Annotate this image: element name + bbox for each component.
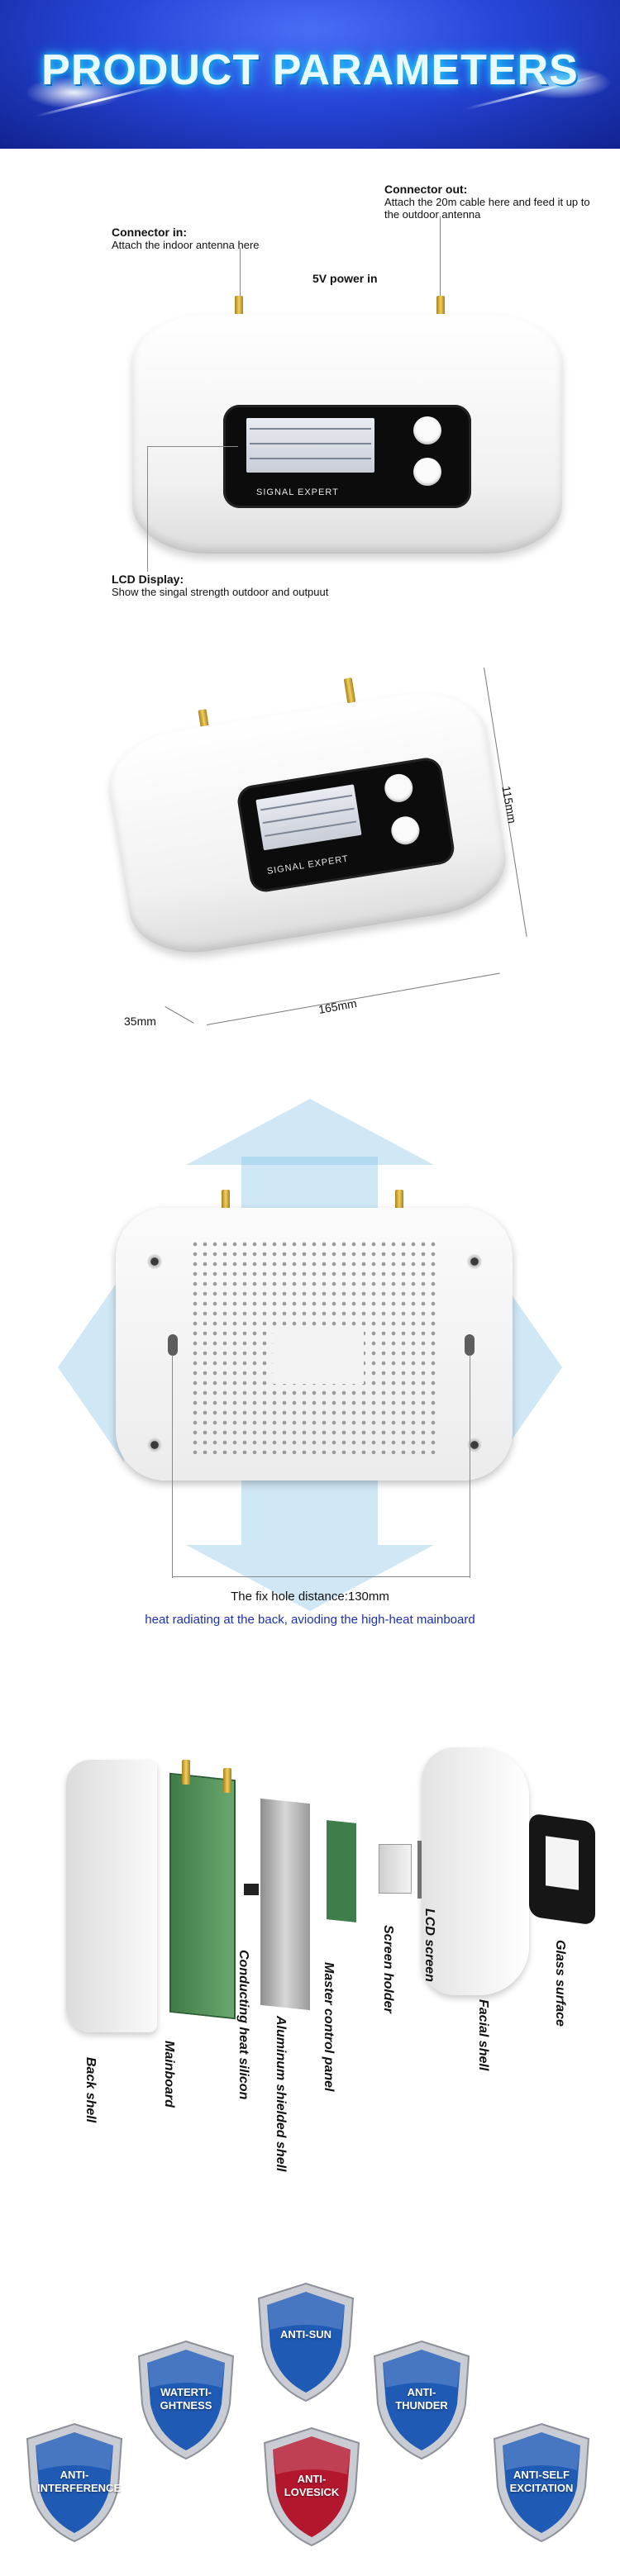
antenna-left	[222, 1190, 230, 1213]
mount-keyhole-icon	[465, 1334, 475, 1356]
mainboard-part	[169, 1772, 236, 2020]
screw-icon	[467, 1254, 482, 1269]
feature-label: ANTI-SELF EXCITATION	[509, 2469, 574, 2494]
leader-line	[240, 248, 241, 297]
back-shell-part	[66, 1760, 157, 2032]
screw-icon	[147, 1438, 162, 1452]
heat-note-caption: heat radiating at the back, avioding the…	[145, 1613, 475, 1627]
mainboard-connector	[223, 1768, 231, 1793]
page-up-button[interactable]	[413, 416, 441, 444]
antenna-connector-out	[436, 296, 445, 317]
lcd-display-label: LCD Display: Show the singal strength ou…	[112, 573, 393, 599]
hole-distance-caption: The fix hole distance:130mm	[231, 1590, 389, 1604]
power-in-label: 5V power in	[312, 273, 378, 285]
light-glow	[25, 76, 124, 109]
depth-dimension-label: 35mm	[124, 1015, 156, 1028]
screw-icon	[467, 1438, 482, 1452]
feature-shield-icon: WATERTI-GHTNESS	[132, 2338, 240, 2462]
brand-label: SIGNAL EXPERT	[266, 853, 350, 877]
connector-in-label: Connector in: Attach the indoor antenna …	[112, 226, 293, 252]
page-down-button[interactable]	[389, 814, 422, 847]
header-banner: PRODUCT PARAMETERS	[0, 0, 620, 149]
screen-holder-part	[379, 1844, 412, 1894]
device-angled-view: SIGNAL EXPERT	[98, 649, 522, 971]
lcd-screen	[246, 418, 374, 473]
leader-line	[440, 216, 441, 297]
part-label: Back shell	[83, 2057, 98, 2123]
part-label: Aluminum shielded shell	[274, 2016, 288, 2172]
hole-distance-line	[172, 1355, 173, 1578]
heat-arrow-up-icon	[186, 1099, 434, 1165]
device-front-view: SIGNAL EXPERT	[132, 289, 562, 554]
feature-label: ANTI-THUNDER	[395, 2386, 448, 2412]
part-label: LCD screen	[422, 1908, 436, 1982]
facial-shell-part	[422, 1747, 529, 1995]
connector-out-desc: Attach the 20m cable here and feed it up…	[384, 196, 590, 221]
part-label: Conducting heat silicon	[236, 1950, 250, 2100]
part-label: Master control panel	[322, 1962, 336, 2092]
width-dimension-label: 165mm	[317, 996, 358, 1016]
brand-label: SIGNAL EXPERT	[256, 487, 339, 497]
control-panel-part	[327, 1820, 356, 1922]
device-back-view	[116, 1190, 513, 1487]
connector-in-title: Connector in:	[112, 226, 187, 239]
lcd-display-title: LCD Display:	[112, 573, 184, 586]
display-bezel: SIGNAL EXPERT	[223, 405, 471, 508]
feature-shield-icon: ANTI-INTERFERENCE	[21, 2421, 128, 2545]
heat-arrow-down-icon	[186, 1545, 434, 1611]
antenna-right	[395, 1190, 403, 1213]
screw-icon	[147, 1254, 162, 1269]
page-up-button[interactable]	[382, 772, 415, 805]
part-label: Screen holder	[381, 1925, 395, 2013]
mount-keyhole-icon	[168, 1334, 178, 1356]
feature-shield-icon: ANTI-THUNDER	[368, 2338, 475, 2462]
feature-label: ANTI-LOVESICK	[284, 2473, 340, 2498]
feature-shield-icon: ANTI-LOVESICK	[258, 2425, 365, 2549]
connector-out-title: Connector out:	[384, 183, 468, 196]
aluminum-shell-part	[260, 1798, 310, 2011]
heat-arrow-left-icon	[58, 1272, 124, 1462]
connector-out-label: Connector out: Attach the 20m cable here…	[384, 183, 591, 221]
page-title: PRODUCT PARAMETERS	[41, 46, 579, 94]
antenna-right	[343, 677, 356, 704]
feature-label: ANTI-INTERFERENCE	[37, 2469, 122, 2494]
page-down-button[interactable]	[413, 458, 441, 486]
depth-dimension-line	[165, 1006, 194, 1024]
connector-in-desc: Attach the indoor antenna here	[112, 239, 260, 251]
feature-shield-icon: ANTI-SELF EXCITATION	[488, 2421, 595, 2545]
feature-shield-icon: ANTI-SUN	[252, 2280, 360, 2404]
part-label: Mainboard	[162, 2041, 176, 2108]
antenna-connector-in	[235, 296, 243, 317]
glass-window	[546, 1836, 579, 1890]
light-glow	[513, 66, 612, 99]
lcd-screen	[255, 784, 362, 851]
lcd-display-desc: Show the singal strength outdoor and out…	[112, 586, 329, 598]
leader-line	[147, 446, 238, 447]
feature-label: WATERTI-GHTNESS	[160, 2386, 212, 2412]
heat-silicon-part	[244, 1884, 259, 1895]
mainboard-connector	[182, 1760, 190, 1785]
part-label: Facial shell	[476, 1999, 490, 2071]
leader-line	[147, 446, 148, 572]
label-area	[273, 1326, 364, 1384]
power-in-title: 5V power in	[312, 272, 378, 285]
hole-distance-line	[172, 1576, 470, 1577]
part-label: Glass surface	[553, 1940, 567, 2027]
feature-label: ANTI-SUN	[279, 2328, 332, 2341]
